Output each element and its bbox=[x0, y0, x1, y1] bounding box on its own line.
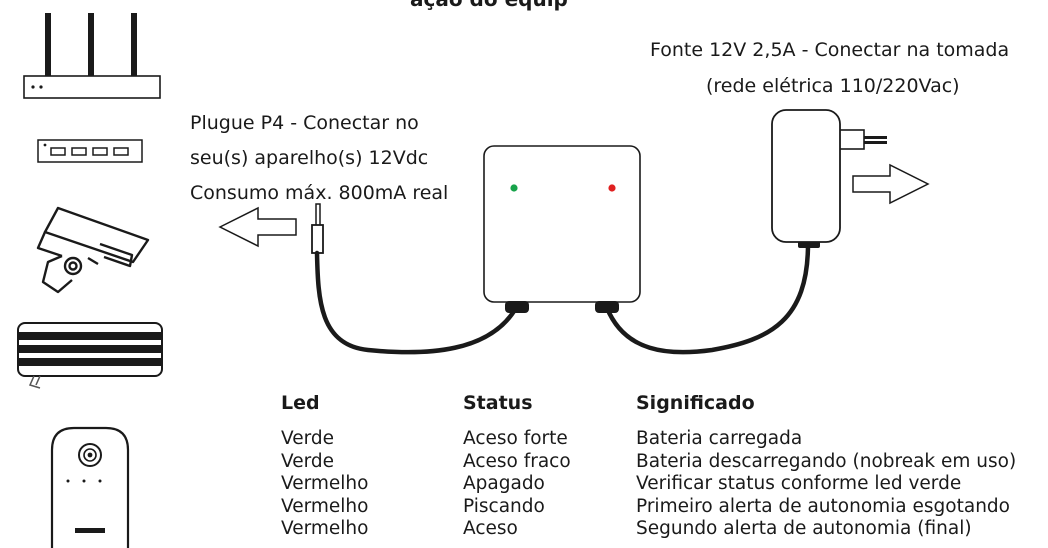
led-cell: Vermelho bbox=[281, 518, 369, 539]
source-label-line2: (rede elétrica 110/220Vac) bbox=[706, 75, 960, 97]
camera-icon bbox=[36, 206, 150, 294]
nobreak-box-icon bbox=[483, 145, 641, 313]
meaning-cell: Verificar status conforme led verde bbox=[636, 473, 962, 494]
led-red-indicator bbox=[608, 184, 616, 192]
p4-plug-icon bbox=[311, 203, 324, 254]
status-column-header: Status bbox=[463, 392, 533, 414]
meaning-column: Significado Bateria carregada Bateria de… bbox=[636, 392, 1016, 541]
arrow-right-icon bbox=[852, 163, 930, 205]
status-cell: Apagado bbox=[463, 473, 545, 494]
recorder-icon bbox=[17, 322, 163, 389]
status-cell: Aceso forte bbox=[463, 428, 568, 449]
intercom-icon bbox=[50, 426, 130, 548]
plug-label-line1: Plugue P4 - Conectar no bbox=[190, 112, 419, 134]
plug-label-line2: seu(s) aparelho(s) 12Vdc bbox=[190, 147, 429, 169]
meaning-cell: Segundo alerta de autonomia (final) bbox=[636, 518, 972, 539]
led-column-header: Led bbox=[281, 392, 320, 414]
led-column: Led Verde Verde Vermelho Vermelho Vermel… bbox=[281, 392, 368, 541]
status-cell: Aceso bbox=[463, 518, 518, 539]
status-cell: Piscando bbox=[463, 495, 545, 517]
status-column: Status Aceso forte Aceso fraco Apagado P… bbox=[463, 392, 571, 541]
power-adapter-icon bbox=[771, 109, 887, 248]
meaning-cell: Primeiro alerta de autonomia esgotando bbox=[636, 495, 1010, 517]
page-title: ação do equip bbox=[410, 0, 568, 11]
meaning-cell: Bateria carregada bbox=[636, 428, 803, 449]
led-cell: Vermelho bbox=[281, 495, 369, 517]
meaning-column-header: Significado bbox=[636, 392, 755, 414]
led-cell: Verde bbox=[281, 450, 335, 472]
switch-icon bbox=[37, 139, 143, 163]
input-cable bbox=[604, 241, 811, 355]
output-cable bbox=[314, 250, 519, 355]
status-cell: Aceso fraco bbox=[463, 450, 571, 472]
led-cell: Verde bbox=[281, 428, 335, 449]
led-green-indicator bbox=[510, 184, 518, 192]
source-label-line1: Fonte 12V 2,5A - Conectar na tomada bbox=[650, 39, 1010, 61]
plug-label-line3: Consumo máx. 800mA real bbox=[190, 182, 449, 204]
led-cell: Vermelho bbox=[281, 473, 369, 494]
meaning-cell: Bateria descarregando (nobreak em uso) bbox=[636, 450, 1017, 472]
router-icon bbox=[23, 13, 161, 99]
arrow-left-icon bbox=[218, 206, 297, 248]
